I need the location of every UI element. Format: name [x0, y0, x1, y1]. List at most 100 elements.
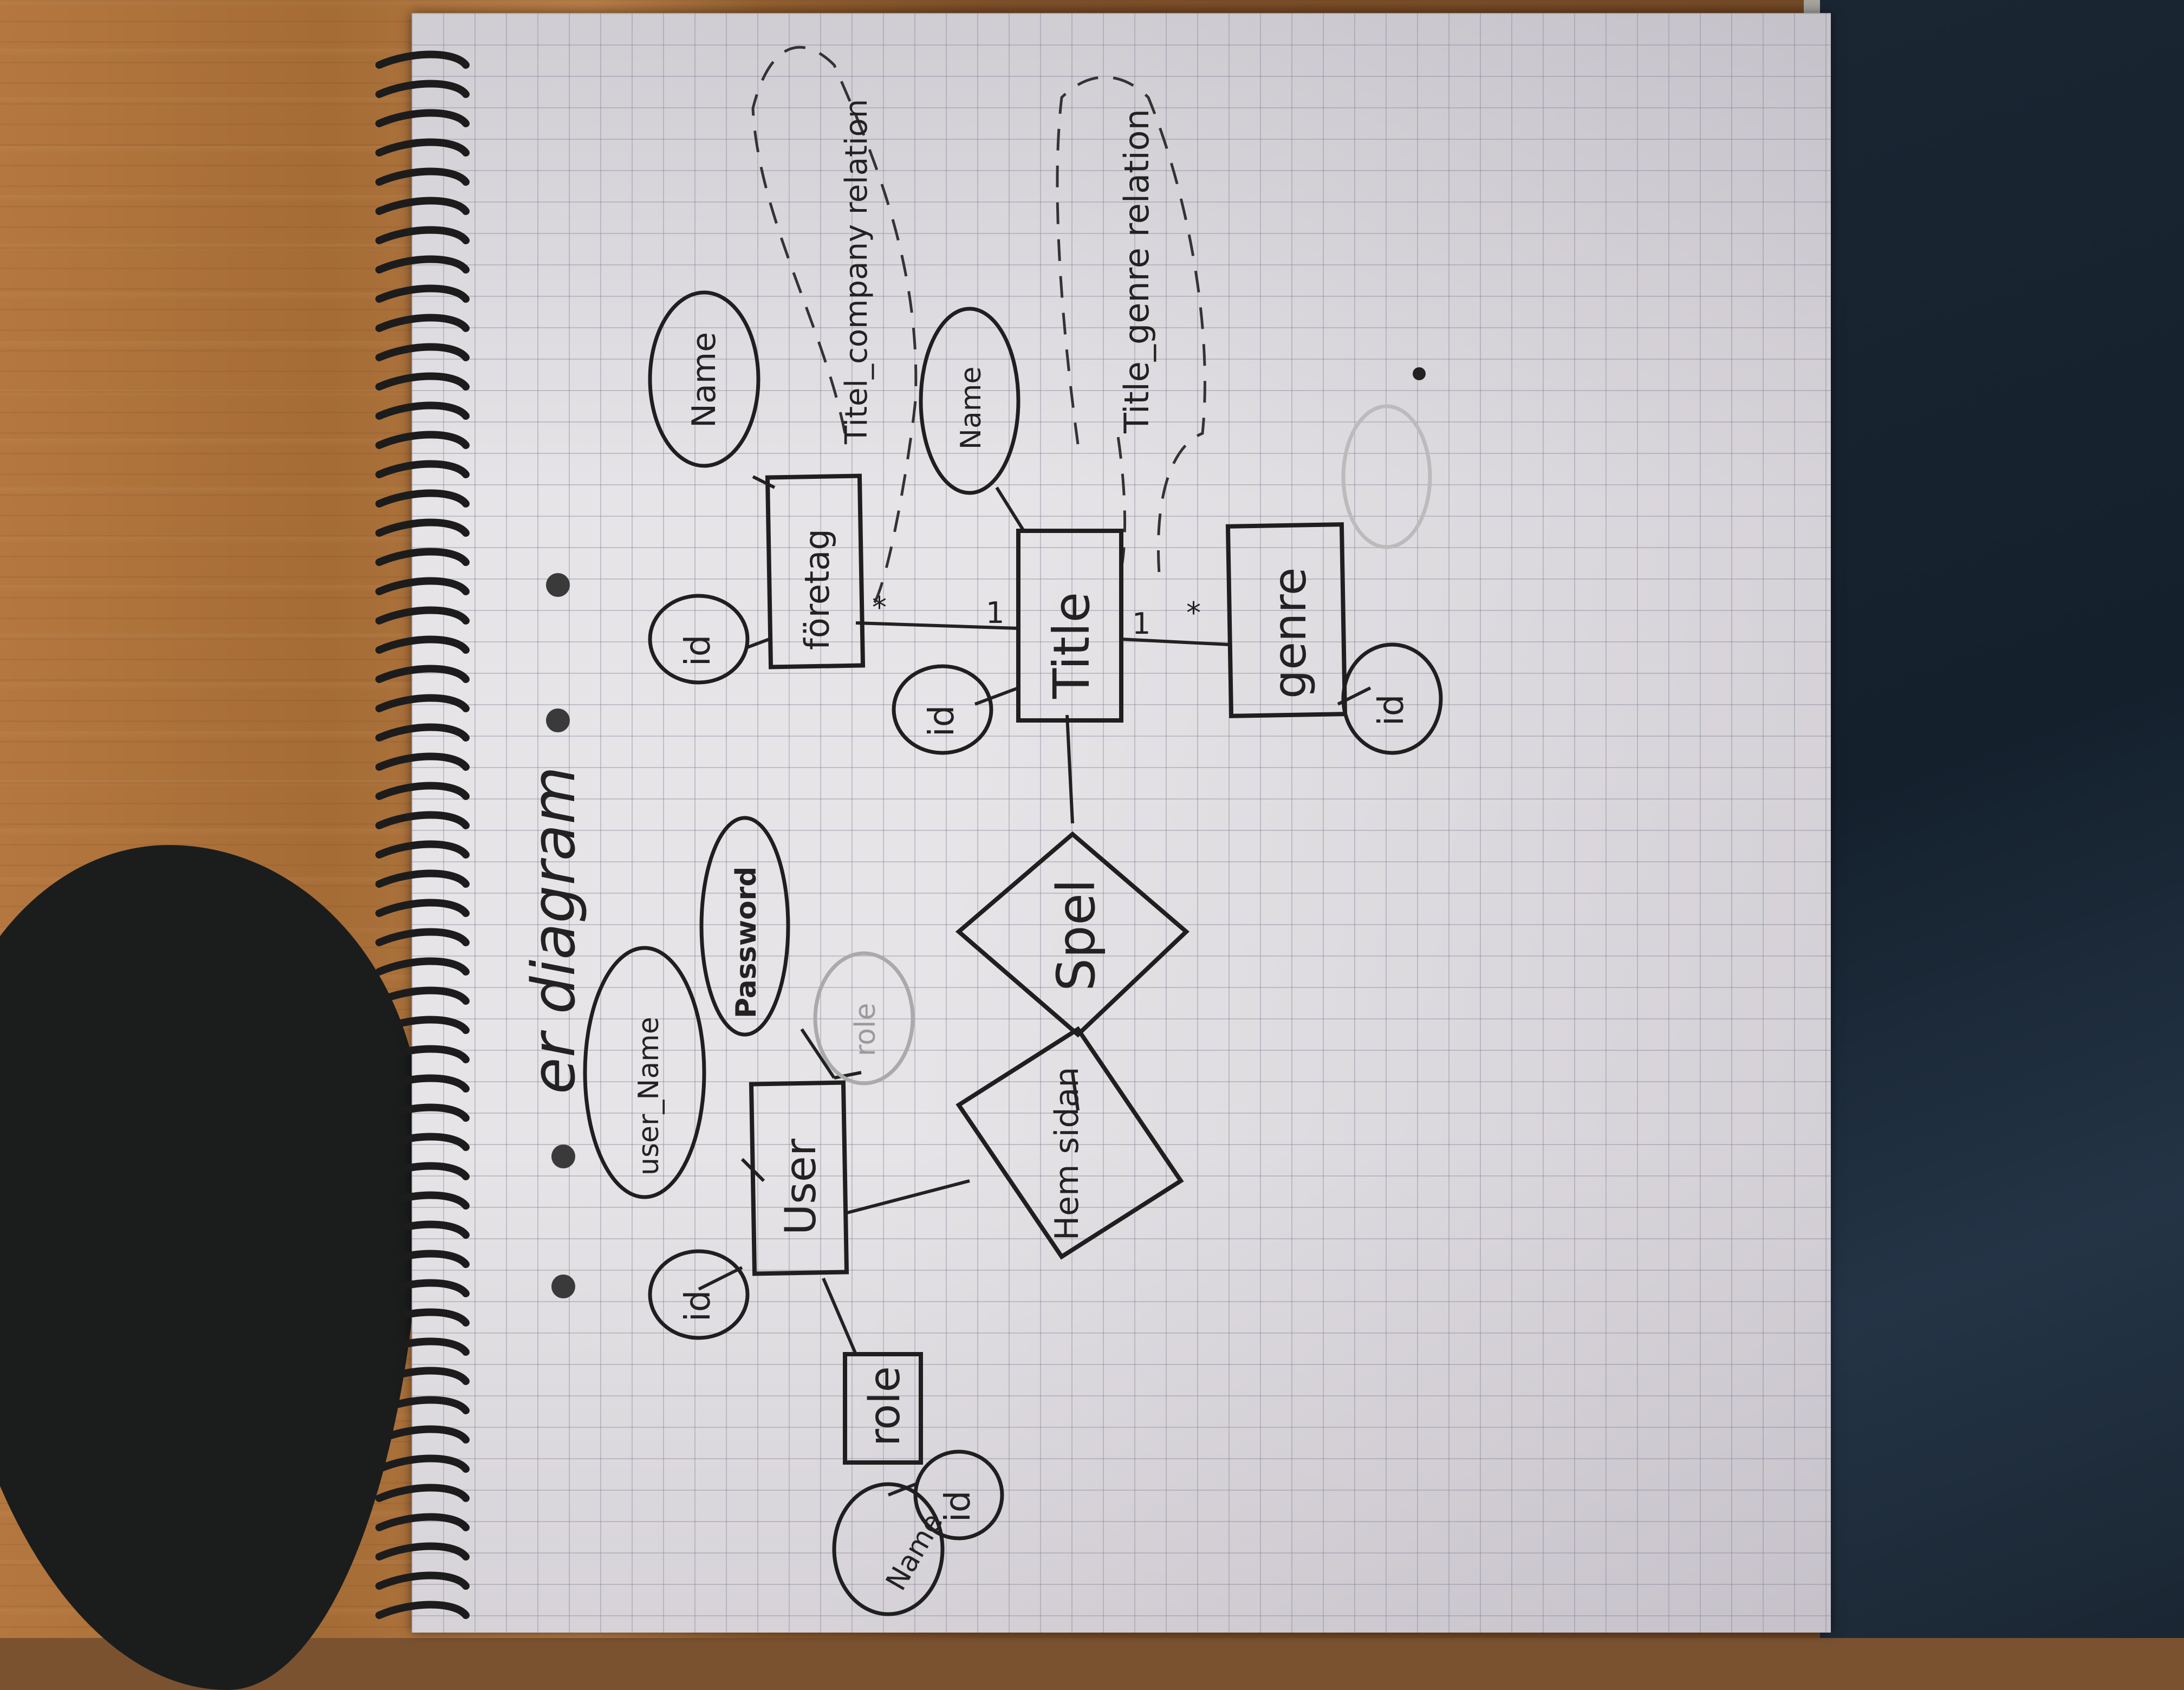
spiral-coil: [375, 1542, 470, 1561]
cardinality-genre: *: [1186, 596, 1201, 630]
spiral-coil: [375, 1045, 470, 1063]
attr-user-id-label: id: [678, 1290, 718, 1322]
notebook-page: [412, 13, 1831, 1633]
attr-user-name-label: user_Name: [633, 1017, 665, 1175]
spiral-coil: [375, 167, 470, 186]
spiral-coil: [375, 401, 470, 420]
spiral-coil: [375, 138, 470, 157]
spiral-coil: [375, 1571, 470, 1590]
entity-role-label: role: [861, 1366, 909, 1446]
spiral-coil: [375, 548, 470, 566]
attr-genre-id: [1341, 642, 1443, 755]
spiral-coil: [375, 986, 470, 1005]
spiral-coil: [375, 752, 470, 771]
spiral-coil: [375, 782, 470, 800]
attr-role-id-label: id: [938, 1491, 978, 1522]
spiral-coil: [375, 577, 470, 595]
spiral-coil: [375, 1074, 470, 1093]
attr-title-id-label: id: [922, 705, 962, 737]
relation-hemsidan-label: Hem sidan: [1048, 1067, 1086, 1240]
entity-genre-label: genre: [1263, 567, 1316, 699]
spiral-coil: [375, 635, 470, 654]
title-genre-relation-label: Title_genre relation: [1117, 109, 1156, 434]
spiral-coil: [375, 1601, 470, 1619]
punched-holes: [546, 573, 575, 1298]
attr-title-id: [892, 664, 993, 755]
attr-title-name-label: Name: [955, 367, 987, 450]
entity-user: [749, 1080, 849, 1276]
spiral-coil: [375, 431, 470, 449]
entity-user-label: User: [777, 1138, 826, 1235]
entity-genre: [1225, 522, 1348, 718]
dark-object-shadow: [0, 845, 422, 1690]
spiral-coil: [375, 665, 470, 683]
spiral-coil: [375, 255, 470, 274]
attr-genre-erased: [1341, 404, 1432, 549]
spiral-coil: [375, 343, 470, 361]
spiral-coil: [375, 372, 470, 391]
spiral-coil: [375, 1513, 470, 1531]
spiral-coil: [375, 1279, 470, 1297]
spiral-coil: [375, 723, 470, 742]
spiral-coil: [375, 957, 470, 976]
spiral-coil: [375, 489, 470, 508]
spiral-coil: [375, 869, 470, 888]
spiral-coil: [375, 197, 470, 215]
cardinality-foretag: *: [872, 590, 887, 625]
spiral-coil: [375, 840, 470, 859]
spiral-coil: [375, 1220, 470, 1239]
spiral-coil: [375, 518, 470, 537]
attr-foretag-id: [648, 594, 750, 685]
attr-user-name: [583, 946, 706, 1199]
attr-user-role-label: role: [849, 1003, 882, 1057]
ink-dot: [1413, 367, 1426, 380]
diagram-title: er diagram: [519, 766, 588, 1094]
attr-foretag-id-label: id: [678, 635, 718, 666]
entity-role: [843, 1352, 923, 1465]
attr-role-name-label: Name: [880, 1508, 950, 1596]
spiral-coil: [375, 109, 470, 127]
entity-foretag-label: företag: [797, 529, 837, 650]
spiral-coil: [375, 284, 470, 303]
cardinality-title-genre: 1: [1132, 607, 1150, 641]
cardinality-title-foretag: 1: [986, 596, 1004, 630]
spiral-coil: [375, 314, 470, 332]
entity-foretag: [765, 473, 866, 670]
spiral-coil: [375, 1250, 470, 1268]
attr-foretag-name: [648, 290, 760, 468]
spiral-coil: [375, 1425, 470, 1444]
relation-spel-label: Spel: [1046, 879, 1107, 991]
spiral-coil: [375, 811, 470, 829]
attr-foretag-name-label: Name: [685, 332, 723, 428]
attr-title-name: [919, 307, 1020, 495]
relation-hemsidan: [955, 1026, 1184, 1260]
relation-spel: [955, 831, 1190, 1038]
attr-role-name: [832, 1482, 945, 1616]
spiral-coil: [375, 80, 470, 98]
spiral-coil: [375, 1308, 470, 1327]
spiral-coil: [375, 1133, 470, 1151]
entity-title-label: Title: [1043, 592, 1101, 699]
attr-password: [699, 816, 790, 1037]
attr-user-role: [813, 951, 915, 1086]
spiral-binding: [375, 50, 470, 1619]
titel-company-relation-label: Titel_company relation: [839, 99, 874, 445]
spiral-coil: [375, 1337, 470, 1356]
er-diagram-drawing: er diagram: [375, 46, 1443, 1619]
spiral-coil: [375, 928, 470, 946]
entity-title: [1016, 529, 1123, 723]
attr-user-id: [648, 1249, 750, 1340]
attr-genre-id-label: id: [1372, 694, 1412, 726]
spiral-coil: [375, 1162, 470, 1180]
spiral-coil: [375, 1103, 470, 1122]
spiral-coil: [375, 1454, 470, 1473]
dark-fabric: [1820, 0, 2184, 1638]
spiral-coil: [375, 460, 470, 478]
spiral-coil: [375, 606, 470, 625]
spiral-coil: [375, 226, 470, 244]
spiral-coil: [375, 1016, 470, 1034]
spiral-coil: [375, 899, 470, 917]
spiral-coil: [375, 1367, 470, 1385]
spiral-coil: [375, 1396, 470, 1414]
spiral-coil: [375, 1191, 470, 1210]
